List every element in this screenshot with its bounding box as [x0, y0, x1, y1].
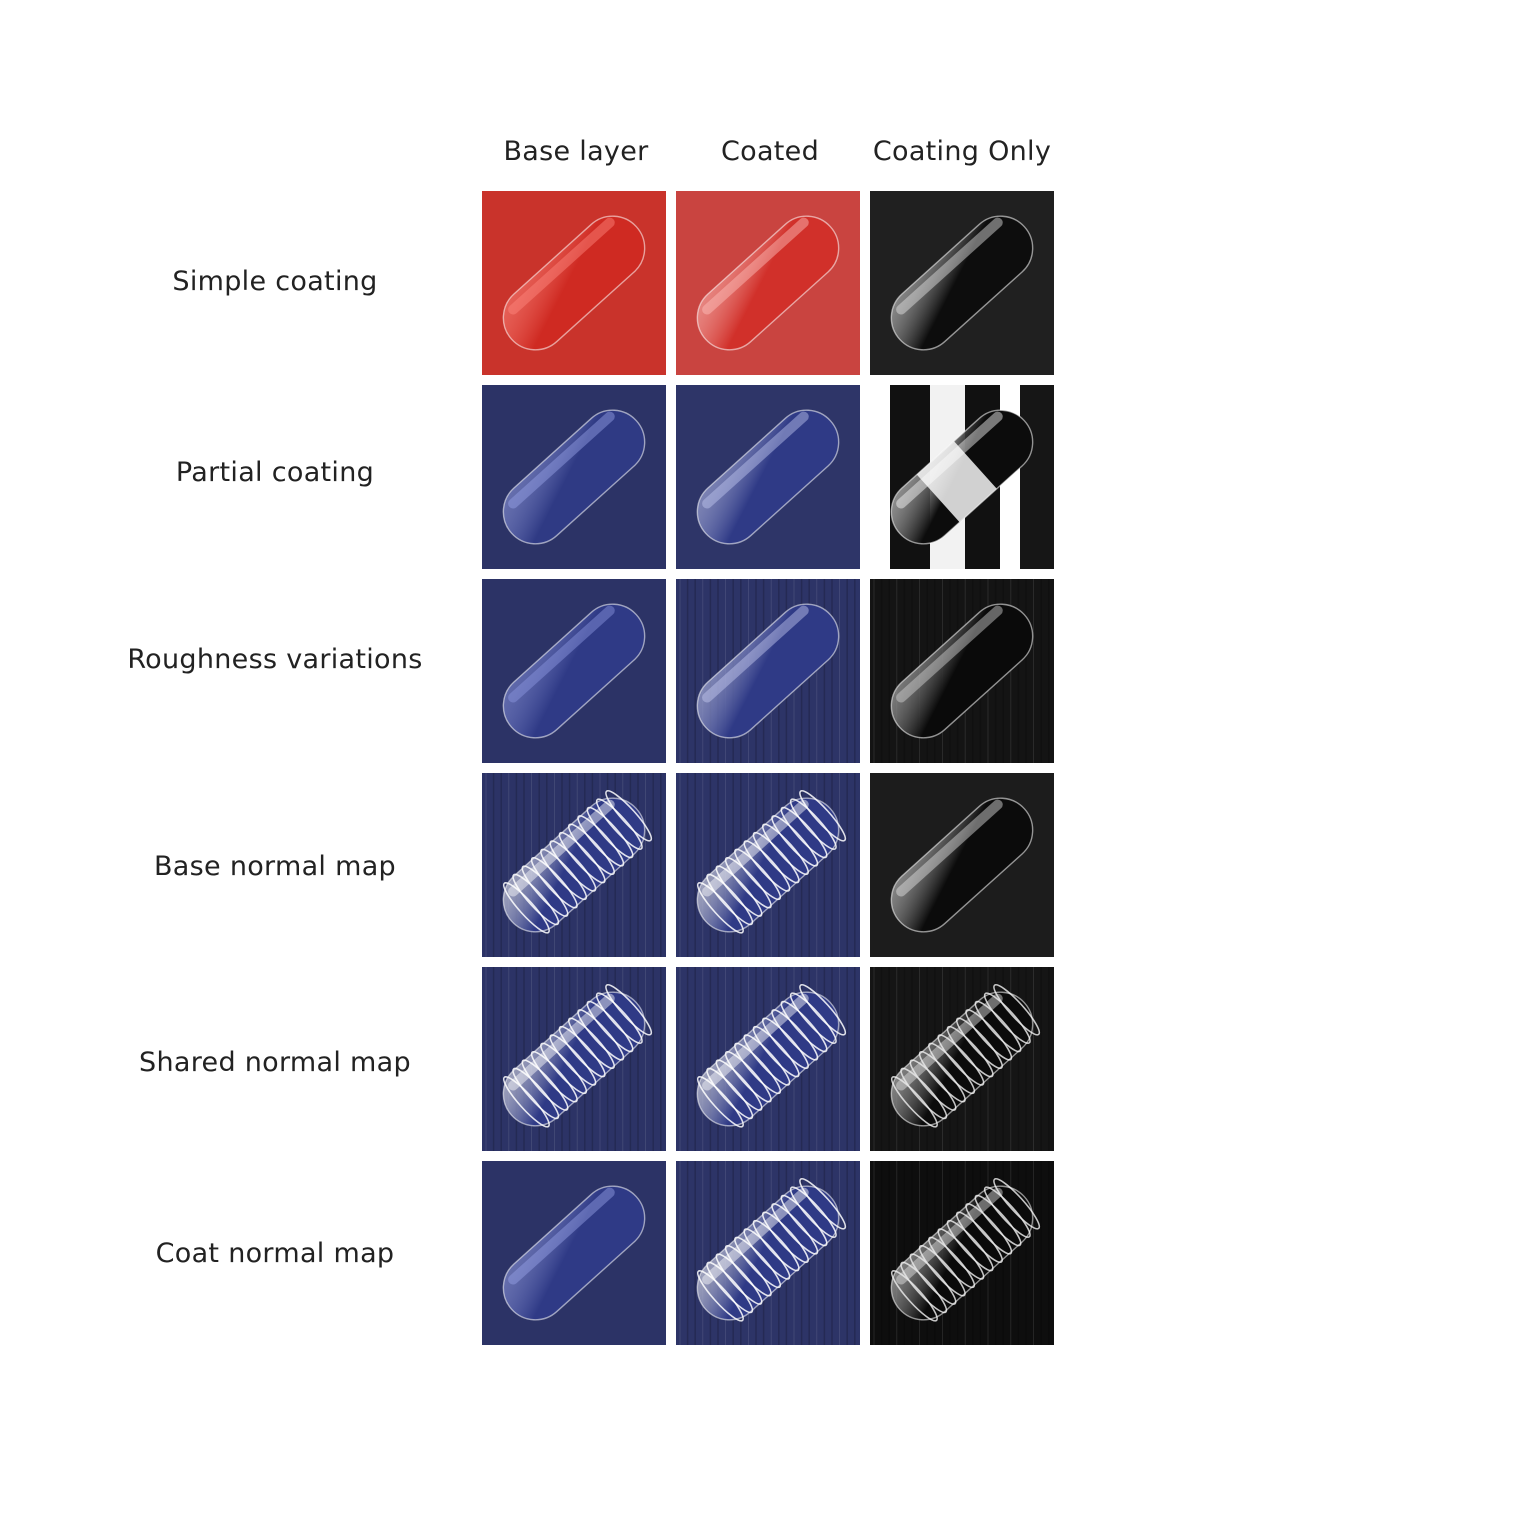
render-tile-base-normal-map-coated — [676, 773, 860, 957]
capsule-object — [891, 604, 1033, 738]
capsule-object — [503, 604, 645, 738]
render-tile-base-normal-map-base-layer — [482, 773, 666, 957]
capsule-object — [503, 410, 645, 544]
specular-highlight — [896, 1187, 1003, 1285]
specular-highlight — [702, 993, 809, 1091]
normal-map-rings — [696, 984, 847, 1128]
specular-highlight — [508, 605, 615, 703]
normal-map-rings — [696, 1178, 847, 1322]
specular-highlight — [896, 411, 1003, 509]
specular-highlight — [896, 217, 1003, 315]
render-tile-simple-coating-coating-only — [870, 191, 1054, 375]
render-tile-shared-normal-map-coating-only — [870, 967, 1054, 1151]
row-label-partial-coating: Partial coating — [175, 457, 375, 488]
render-tile-coat-normal-map-base-layer — [482, 1161, 666, 1345]
render-tile-roughness-variations-coating-only — [870, 579, 1054, 763]
normal-map-rings — [502, 790, 653, 934]
normal-map-rings — [696, 790, 847, 934]
column-header-coating-only: Coating Only — [872, 136, 1052, 167]
row-label-shared-normal-map: Shared normal map — [139, 1047, 411, 1078]
capsule-object — [697, 798, 839, 932]
capsule-object — [697, 992, 839, 1126]
render-tile-roughness-variations-coated — [676, 579, 860, 763]
capsule-object — [503, 992, 645, 1126]
row-label-roughness-variations: Roughness variations — [127, 644, 423, 675]
normal-map-rings — [890, 984, 1041, 1128]
specular-highlight — [896, 605, 1003, 703]
specular-highlight — [508, 1187, 615, 1285]
render-tile-base-normal-map-coating-only — [870, 773, 1054, 957]
capsule-object — [891, 992, 1033, 1126]
specular-highlight — [702, 217, 809, 315]
capsule-object — [697, 410, 839, 544]
specular-highlight — [508, 411, 615, 509]
column-header-coated: Coated — [720, 136, 820, 167]
render-tile-simple-coating-coated — [676, 191, 860, 375]
render-tile-coat-normal-map-coated — [676, 1161, 860, 1345]
specular-highlight — [896, 993, 1003, 1091]
specular-highlight — [508, 993, 615, 1091]
capsule-object — [503, 216, 645, 350]
capsule-object — [503, 1186, 645, 1320]
specular-highlight — [702, 411, 809, 509]
row-label-simple-coating: Simple coating — [172, 266, 378, 297]
render-tile-partial-coating-coating-only — [870, 385, 1054, 569]
render-tile-partial-coating-base-layer — [482, 385, 666, 569]
column-header-base-layer: Base layer — [503, 136, 649, 167]
render-tile-shared-normal-map-base-layer — [482, 967, 666, 1151]
render-tile-simple-coating-base-layer — [482, 191, 666, 375]
row-label-coat-normal-map: Coat normal map — [155, 1238, 395, 1269]
specular-highlight — [702, 1187, 809, 1285]
capsule-object — [891, 216, 1033, 350]
row-label-base-normal-map: Base normal map — [153, 851, 396, 882]
render-tile-roughness-variations-base-layer — [482, 579, 666, 763]
capsule-object — [503, 798, 645, 932]
specular-highlight — [508, 799, 615, 897]
render-tile-coat-normal-map-coating-only — [870, 1161, 1054, 1345]
render-tile-partial-coating-coated — [676, 385, 860, 569]
render-tile-shared-normal-map-coated — [676, 967, 860, 1151]
specular-highlight — [702, 799, 809, 897]
normal-map-rings — [502, 984, 653, 1128]
specular-highlight — [896, 799, 1003, 897]
normal-map-rings — [890, 1178, 1041, 1322]
capsule-object — [697, 216, 839, 350]
capsule-object — [891, 1186, 1033, 1320]
capsule-object — [697, 1186, 839, 1320]
capsule-object — [697, 604, 839, 738]
specular-highlight — [702, 605, 809, 703]
specular-highlight — [508, 217, 615, 315]
capsule-object — [891, 798, 1033, 932]
